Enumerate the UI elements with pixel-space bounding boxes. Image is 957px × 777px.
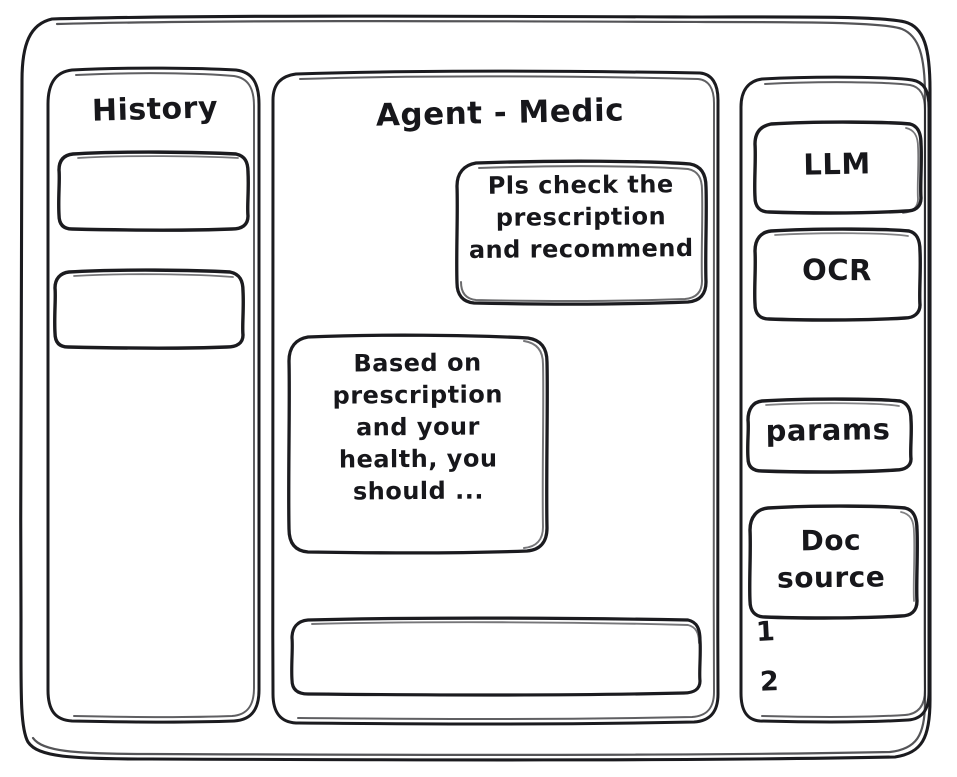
sidebar-panel-outline [46, 66, 261, 724]
tools-panel-outline [739, 75, 931, 724]
sidebar-item-history-2[interactable] [55, 270, 245, 349]
tool-button-ocr-label: OCR [801, 252, 873, 288]
doc-source-item-1[interactable]: 1 [755, 616, 777, 649]
composer-input[interactable] [292, 619, 701, 694]
tool-button-params-label: params [765, 412, 891, 448]
sidebar-title: History [91, 90, 219, 129]
tool-button-ocr-outline [753, 227, 922, 322]
tool-button-llm-label: LLM [803, 146, 871, 182]
message-bubble-user-outline [455, 159, 708, 306]
doc-source-item-2[interactable]: 2 [759, 666, 780, 698]
history-item-2-outline [53, 268, 245, 350]
doc-source-card-outline [748, 504, 919, 620]
message-assistant-text: Based on prescription and your health, y… [332, 348, 504, 506]
composer-input-outline [290, 616, 702, 697]
doc-source-label: Doc source [776, 523, 886, 595]
history-item-1-outline [57, 150, 250, 232]
sidebar-item-history-1[interactable] [59, 152, 249, 231]
tool-button-llm-outline [753, 120, 923, 215]
message-user-text: Pls check the prescription and recommend [468, 170, 694, 264]
message-bubble-assistant-outline [287, 333, 549, 555]
main-panel-outline [271, 69, 720, 726]
tool-button-params-outline [746, 397, 913, 474]
